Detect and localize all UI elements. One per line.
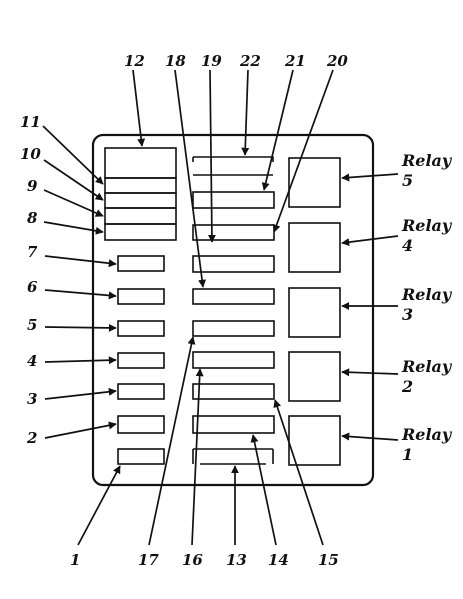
label-15: 15	[318, 551, 339, 569]
top-left-fuse-stack	[104, 147, 177, 241]
arrow-6	[44, 289, 117, 300]
label-6: 6	[27, 278, 38, 296]
arrow-21	[261, 69, 294, 191]
relay-4-number: 4	[402, 236, 413, 255]
fuse-13	[192, 448, 274, 465]
arrow-9	[43, 189, 104, 217]
arrow-14	[250, 434, 277, 546]
label-22: 22	[239, 52, 261, 70]
relay-3-box	[288, 287, 341, 338]
relay-4-word: Relay	[401, 216, 453, 235]
fuse-panel-housing	[91, 133, 375, 487]
arrow-4	[44, 356, 117, 365]
fuse-14	[192, 415, 275, 434]
label-2: 2	[26, 429, 37, 447]
fuse-17	[192, 320, 275, 337]
fuse-16	[192, 351, 275, 369]
relay-5-box	[288, 157, 341, 208]
relay-4-box	[288, 222, 341, 273]
label-7: 7	[27, 243, 38, 261]
fuse-8	[104, 223, 177, 241]
fuse-1	[117, 448, 165, 465]
fuse-21	[192, 191, 275, 209]
label-20: 20	[326, 52, 348, 70]
relay-5-word: Relay	[401, 151, 453, 170]
fuse-3	[117, 383, 165, 400]
arrow-11	[42, 125, 104, 185]
arrow-3	[44, 387, 117, 400]
arrow-18	[174, 69, 207, 288]
fuse-7	[117, 255, 165, 272]
label-11: 11	[20, 113, 41, 131]
arrow-12	[132, 69, 146, 147]
left-fuse-column	[117, 255, 165, 465]
relay-3-word: Relay	[401, 285, 453, 304]
fuse-15	[192, 383, 275, 400]
fuse-12	[104, 147, 177, 179]
relay-2-number: 2	[401, 377, 413, 396]
arrow-19	[207, 69, 216, 243]
middle-fuse-column	[192, 156, 275, 465]
fuse-4	[117, 352, 165, 369]
label-4: 4	[27, 352, 37, 370]
arrow-15	[273, 399, 324, 546]
fuse-9	[104, 207, 177, 225]
relay-2-box	[288, 351, 341, 402]
fuse-10	[104, 192, 177, 209]
fuse-11	[104, 177, 177, 194]
fuse-6	[117, 288, 165, 305]
label-21: 21	[284, 52, 306, 70]
arrow-2	[44, 421, 117, 439]
arrow-7	[44, 255, 117, 268]
arrow-10	[43, 159, 104, 201]
relay-5-number: 5	[402, 171, 413, 190]
fuse-18	[192, 288, 275, 305]
arrow-relay-2	[341, 368, 399, 377]
arrow-1	[77, 465, 121, 546]
label-12: 12	[124, 52, 145, 70]
label-16: 16	[182, 551, 203, 569]
arrow-5	[44, 323, 117, 332]
arrow-8	[43, 221, 104, 235]
fuse-number-labels: 12 18 19 22 21 20 11 10 9 8 7 6 5 4 3 2 …	[20, 52, 348, 569]
relay-1-number: 1	[402, 445, 413, 464]
fuse-20	[192, 224, 275, 241]
label-19: 19	[201, 52, 222, 70]
label-8: 8	[27, 209, 38, 227]
arrow-22	[241, 69, 250, 156]
arrow-20	[272, 69, 334, 233]
fuse-22	[192, 156, 274, 176]
label-9: 9	[27, 177, 38, 195]
label-13: 13	[226, 551, 247, 569]
fuse-2	[117, 415, 165, 434]
relay-2-word: Relay	[401, 357, 453, 376]
fuse-19	[192, 255, 275, 273]
relay-1-box	[288, 415, 341, 466]
leader-arrows	[42, 69, 399, 546]
relay-1-word: Relay	[401, 425, 453, 444]
relay-column	[288, 157, 341, 466]
label-17: 17	[138, 551, 159, 569]
arrow-17	[148, 336, 196, 546]
arrow-relay-4	[341, 235, 399, 247]
relay-3-number: 3	[402, 305, 413, 324]
label-3: 3	[27, 390, 37, 408]
arrow-16	[191, 368, 204, 546]
label-10: 10	[20, 145, 41, 163]
relay-labels: Relay 5 Relay 4 Relay 3 Relay 2 Relay 1	[401, 151, 453, 464]
label-14: 14	[268, 551, 289, 569]
arrow-relay-1	[341, 432, 399, 441]
label-18: 18	[165, 52, 186, 70]
label-5: 5	[27, 316, 37, 334]
arrow-relay-5	[341, 173, 399, 182]
label-1: 1	[70, 551, 80, 569]
fuse-5	[117, 320, 165, 337]
